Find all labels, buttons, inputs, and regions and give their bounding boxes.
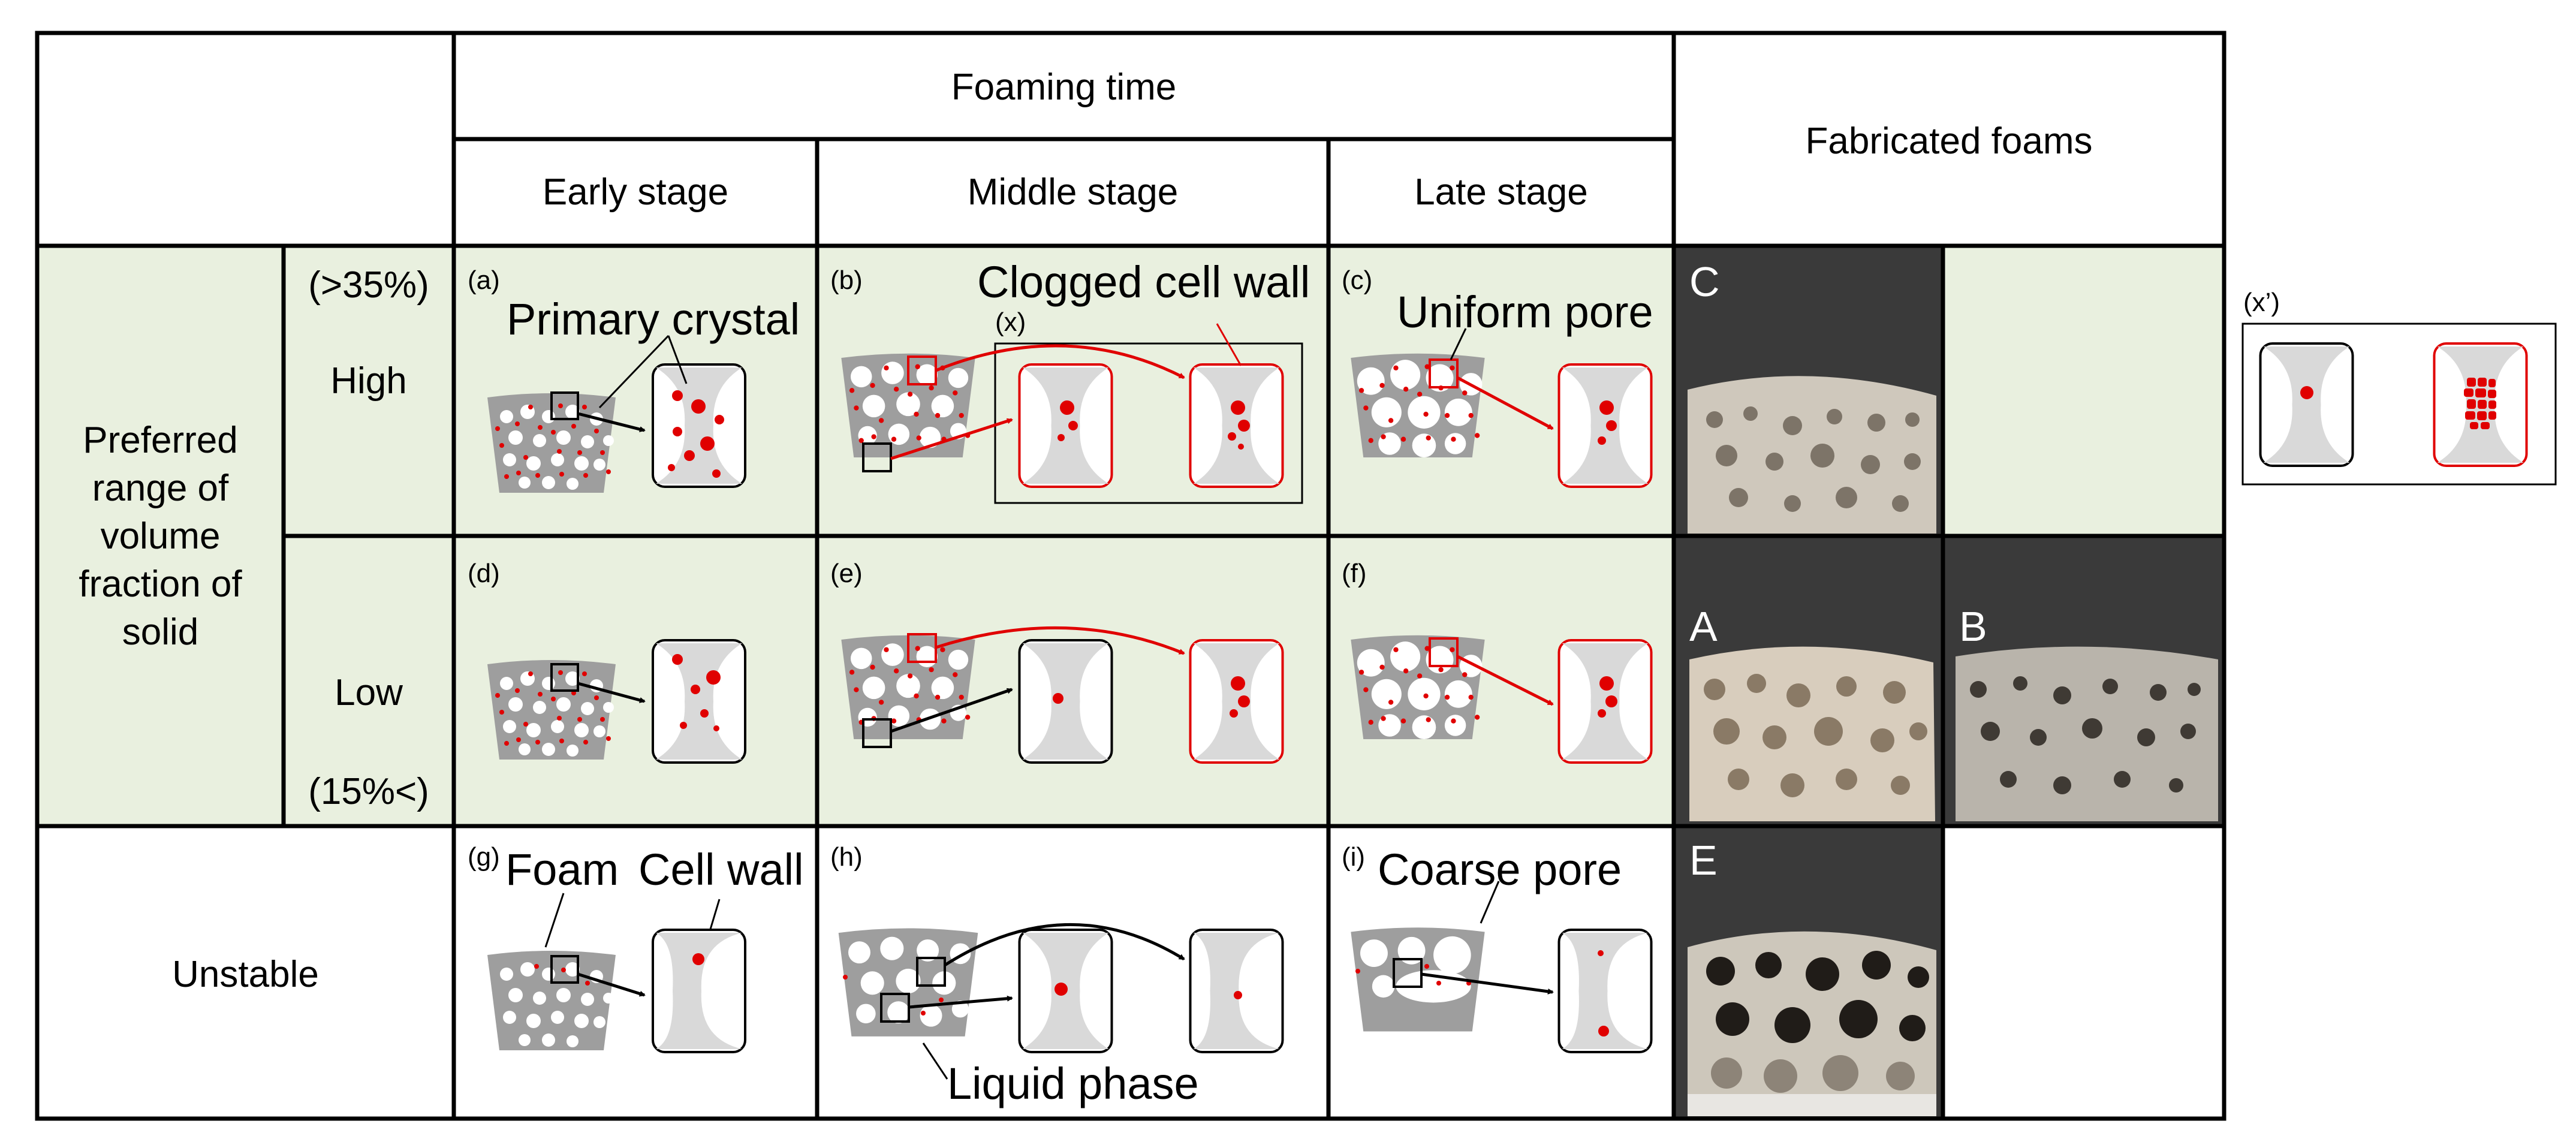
annotation-liquid-phase: Liquid phase [947, 1059, 1199, 1108]
panel-tag-d: (d) [468, 559, 500, 588]
panel-tag-a: (a) [468, 266, 500, 295]
photo-E [1674, 826, 1943, 1119]
photo-empty-slot-high [1943, 246, 2224, 536]
side-inset-tag: (x’) [2243, 288, 2280, 317]
annotation-primary-crystal: Primary crystal [507, 294, 800, 344]
annotation-coarse-pore: Coarse pore [1378, 845, 1622, 894]
annotation-uniform-pore: Uniform pore [1397, 287, 1653, 337]
side-inset-box [2241, 323, 2557, 486]
photo-A [1674, 536, 1943, 826]
high-label: High [330, 360, 407, 402]
panel-tag-f: (f) [1342, 559, 1367, 588]
preferred-line-4: fraction of [79, 564, 242, 605]
photo-label-A: A [1689, 603, 1718, 650]
table-grid [35, 31, 2226, 1121]
photo-label-E: E [1689, 837, 1718, 884]
panel-tag-e: (e) [830, 559, 863, 588]
photo-label-C: C [1689, 258, 1720, 305]
photo-label-B: B [1959, 603, 1987, 650]
preferred-line-2: range of [92, 468, 229, 509]
header-foaming-time: Foaming time [951, 67, 1177, 108]
photo-B [1943, 536, 2224, 826]
header-early-stage: Early stage [542, 171, 729, 213]
low-label: Low [335, 672, 403, 713]
row-label-unstable: Unstable [172, 954, 319, 995]
panel-tag-g: (g) [468, 842, 500, 872]
panel-tag-i: (i) [1342, 842, 1366, 872]
preferred-line-1: Preferred [83, 420, 238, 461]
preferred-line-3: volume [100, 516, 221, 557]
row-label-preferred: Preferred range of volume fraction of so… [37, 417, 284, 656]
header-fabricated-foams: Fabricated foams [1805, 120, 2093, 162]
panel-b-inset-tag: (x) [995, 308, 1026, 337]
panel-tag-c: (c) [1342, 266, 1373, 295]
panel-tag-b: (b) [830, 266, 863, 295]
low-percent: (15%<) [308, 771, 429, 812]
annotation-cell-wall: Cell wall [638, 845, 804, 894]
annotation-foam: Foam [505, 845, 619, 894]
annotation-clogged-cell-wall: Clogged cell wall [977, 257, 1310, 307]
header-late-stage: Late stage [1414, 171, 1588, 213]
high-percent: (>35%) [308, 264, 429, 306]
photo-C [1674, 246, 1943, 536]
panel-tag-h: (h) [830, 842, 863, 872]
header-middle-stage: Middle stage [967, 171, 1179, 213]
preferred-line-5: solid [122, 611, 199, 653]
